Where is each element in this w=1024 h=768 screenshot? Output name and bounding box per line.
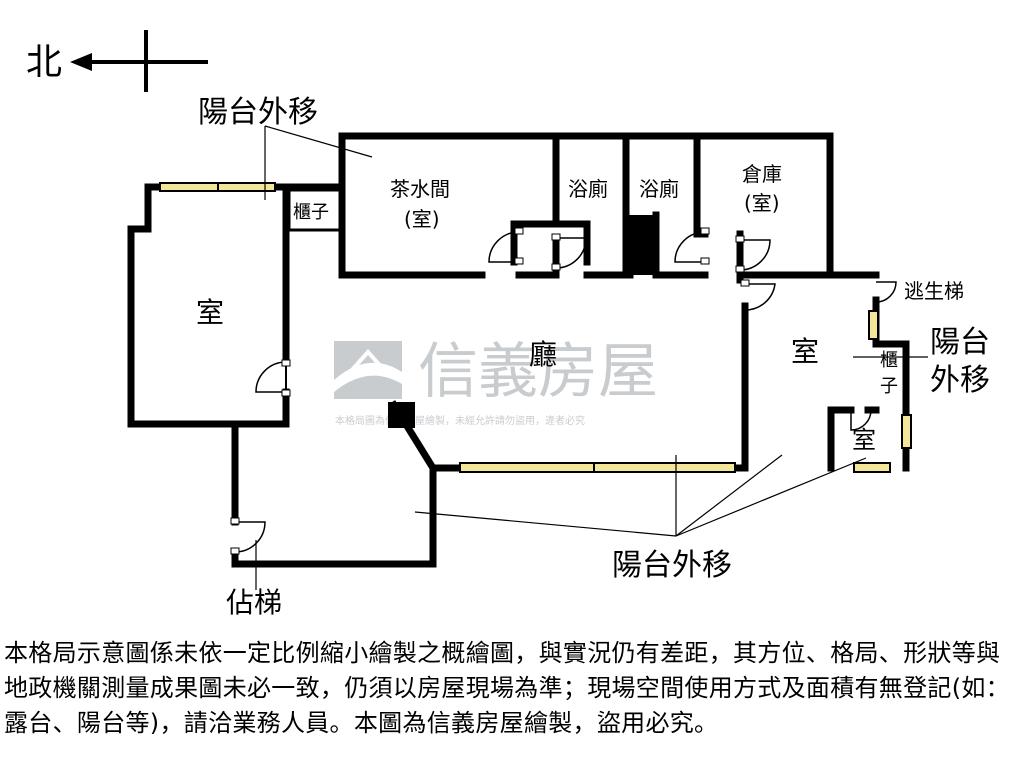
room-label-tea-sub: (室) [404, 207, 440, 231]
watermark: 信義房屋 本格局圖為信義房屋繪製，未經允許請勿盜用，違者必究 [334, 337, 658, 427]
north-label: 北 [26, 42, 62, 83]
room-label-storage: 倉庫 [742, 162, 782, 186]
door-tea-room-icon [488, 231, 520, 263]
room-label-east: 室 [791, 335, 819, 368]
door-escape-icon [875, 281, 897, 303]
door-storage-icon [739, 239, 771, 271]
door-small-room-icon [850, 409, 872, 431]
window-mullions [217, 183, 595, 472]
room-label-bath-1: 浴廁 [568, 177, 608, 201]
floor-plan: 信義房屋 本格局圖為信義房屋繪製，未經允許請勿盜用，違者必究 北 [26, 30, 990, 619]
callout-escape-stair: 逃生梯 [904, 279, 964, 303]
doors [234, 231, 897, 553]
callout-balcony-east-2: 外移 [930, 363, 990, 398]
leader-lines [255, 125, 928, 590]
watermark-logo-icon [334, 341, 402, 399]
door-bath-1-icon [555, 237, 587, 269]
shaft [626, 215, 656, 275]
room-label-tea: 茶水間 [390, 177, 450, 201]
callout-occupied-stair: 佔梯 [226, 586, 282, 619]
room-label-small: 室 [852, 426, 876, 454]
door-east-room-icon [744, 283, 776, 311]
watermark-brand: 信義房屋 [418, 337, 658, 407]
door-bath-2-icon [674, 231, 706, 263]
cabinet-label-east-1: 櫃 [880, 350, 898, 371]
cabinet-label-north: 櫃子 [293, 202, 329, 223]
door-jambs [230, 227, 750, 555]
walls [127, 132, 910, 568]
room-label-storage-sub: (室) [744, 191, 780, 215]
door-west-room-icon [255, 361, 287, 393]
room-label-living: 廳 [529, 338, 557, 371]
callout-balcony-bottom: 陽台外移 [612, 548, 732, 583]
room-label-west: 室 [196, 296, 224, 329]
callout-balcony-top: 陽台外移 [198, 95, 318, 130]
disclaimer-text: 本格局示意圖係未依一定比例縮小繪製之概繪圖，與實況仍有差距，其方位、格局、形狀等… [4, 639, 1010, 737]
room-label-bath-2: 浴廁 [639, 177, 679, 201]
column [388, 402, 415, 428]
callout-balcony-east-1: 陽台 [930, 325, 990, 360]
cabinet-label-east-2: 子 [880, 376, 898, 397]
door-stair-icon [234, 521, 266, 553]
north-arrow-icon [70, 30, 208, 92]
watermark-notice: 本格局圖為信義房屋繪製，未經允許請勿盜用，違者必究 [335, 414, 585, 427]
